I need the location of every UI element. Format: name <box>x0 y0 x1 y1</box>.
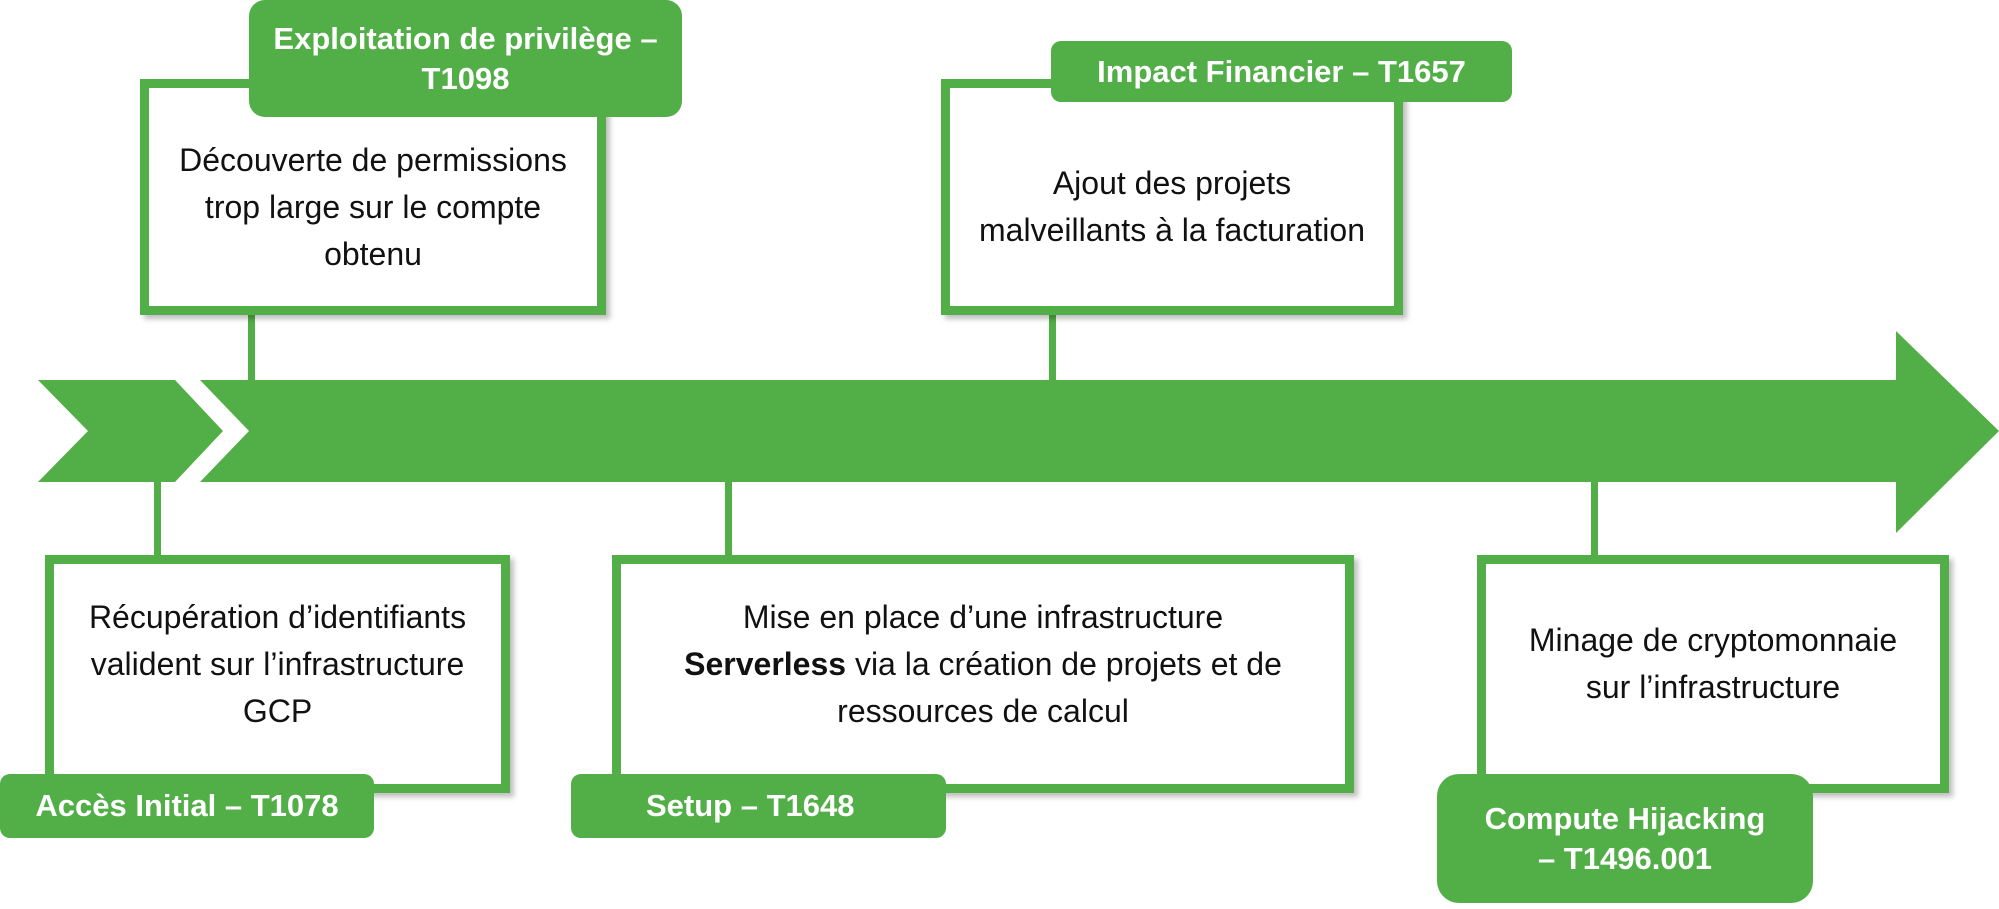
connector-line <box>1591 480 1598 558</box>
start-chevron <box>38 380 223 482</box>
step-box-compute-hijacking: Minage de cryptomonnaie sur l’infrastruc… <box>1477 555 1949 793</box>
tactic-text: Exploitation de privilège – T1098 <box>273 20 658 96</box>
step-box-privilege: Découverte de permissions trop large sur… <box>140 79 606 315</box>
connector-line <box>248 315 255 383</box>
step-description: Récupération d’identifiants valident sur… <box>88 598 467 729</box>
step-description: Ajout des projets malveillants à la fact… <box>979 165 1365 248</box>
tactic-label-privilege: Exploitation de privilège – T1098 <box>249 0 682 117</box>
tactic-text: Impact Financier – T1657 <box>1097 53 1466 89</box>
connector-line <box>154 480 161 558</box>
bold-term: Serverless <box>684 645 847 682</box>
tactic-text: Accès Initial – T1078 <box>35 788 339 823</box>
tactic-label-setup: Setup – T1648 <box>571 774 946 838</box>
tactic-label-impact: Impact Financier – T1657 <box>1051 41 1512 102</box>
step-description: Mise en place d’une infrastructure Serve… <box>684 598 1282 729</box>
tactic-text: Compute Hijacking – T1496.001 <box>1484 800 1766 876</box>
step-box-setup: Mise en place d’une infrastructure Serve… <box>612 555 1354 793</box>
step-description: Découverte de permissions trop large sur… <box>179 141 567 272</box>
tactic-text: Setup – T1648 <box>646 788 855 823</box>
step-description: Minage de cryptomonnaie sur l’infrastruc… <box>1528 622 1898 705</box>
step-box-initial-access: Récupération d’identifiants valident sur… <box>45 555 510 793</box>
main-arrow <box>200 331 1999 533</box>
connector-line <box>725 480 732 558</box>
tactic-label-compute-hijacking: Compute Hijacking – T1496.001 <box>1437 774 1813 903</box>
step-box-impact: Ajout des projets malveillants à la fact… <box>941 79 1403 315</box>
tactic-label-initial-access: Accès Initial – T1078 <box>0 774 374 838</box>
connector-line <box>1049 315 1056 383</box>
